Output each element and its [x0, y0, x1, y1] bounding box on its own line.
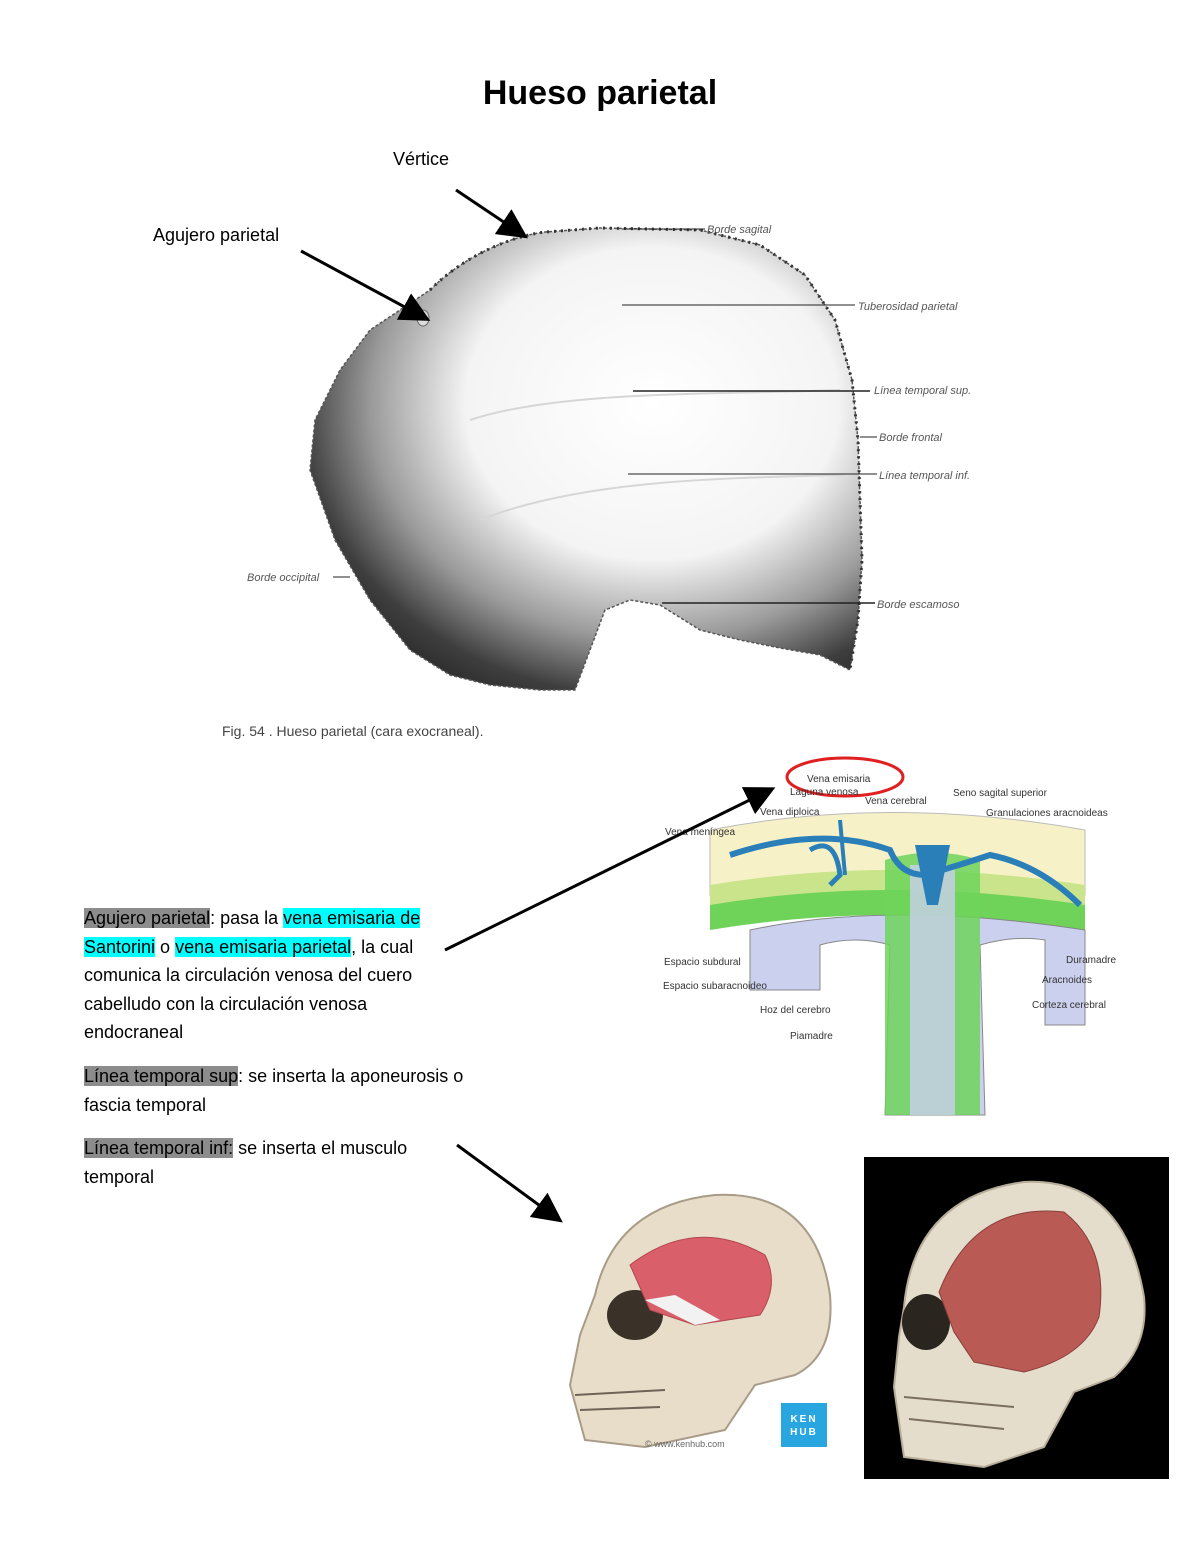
frontal-border-annotation: Borde frontal	[879, 432, 943, 444]
temporalis-muscle	[938, 1210, 1102, 1373]
superior-temporal-line-annotation: Línea temporal sup.	[874, 385, 971, 397]
skull-3d-illustration	[892, 1180, 1146, 1469]
kenhub-credit: © www.kenhub.com	[645, 1439, 725, 1449]
emissary-vein-highlight-circle	[785, 756, 905, 798]
label-meningeal-vein: Vena meníngea	[665, 827, 735, 838]
note-text: : se inserta la aponeurosis o fascia tem…	[84, 1066, 464, 1115]
foramen-arrow	[300, 249, 431, 321]
temporal-muscle-arrow	[456, 1143, 563, 1223]
label-diploic-lacuna: Laguna venosa	[790, 787, 859, 798]
note-text: se inserta el musculo temporal	[84, 1138, 408, 1187]
label-cerebral-cortex: Corteza cerebral	[1032, 1000, 1106, 1011]
page-title: Hueso parietal	[482, 74, 718, 112]
note-superior-temporal-line: Línea temporal sup: se inserta la aponeu…	[84, 1062, 464, 1119]
meninges-diagram: Vena emisaria Laguna venosa Vena cerebra…	[663, 756, 1116, 1116]
skull-temporalis-illustration: KEN HUB © www.kenhub.com	[568, 1193, 832, 1449]
parietal-tuberosity-annotation: Tuberosidad parietal	[858, 301, 958, 313]
highlight-parietal-emissary-vein: vena emisaria parietal	[175, 936, 352, 957]
orbit	[902, 1294, 950, 1350]
occipital-border-annotation: Borde occipital	[247, 572, 320, 584]
label-diploic-vein: Vena diploica	[760, 807, 820, 818]
note-text: , la cual comunica la circulación venosa…	[84, 936, 414, 1043]
parietal-bone-shape	[309, 227, 863, 691]
label-subdural-space: Espacio subdural	[664, 957, 741, 968]
kenhub-logo-text-2: HUB	[790, 1427, 818, 1438]
term-superior-temporal-line: Línea temporal sup	[84, 1066, 239, 1086]
label-falx-cerebri: Hoz del cerebro	[760, 1005, 831, 1016]
kenhub-logo	[781, 1403, 827, 1447]
label-subarachnoid-space: Espacio subaracnoideo	[663, 981, 767, 992]
label-arachnoid-granulations: Granulaciones aracnoideas	[986, 808, 1108, 819]
note-text: : pasa la	[210, 908, 284, 928]
squamous-border-annotation: Borde escamoso	[877, 599, 960, 611]
term-inferior-temporal-line: Línea temporal inf:	[84, 1138, 234, 1158]
vertex-arrow	[455, 188, 528, 239]
parietal-bone-illustration: Borde sagital Tuberosidad parietal Línea…	[222, 188, 971, 739]
note-inferior-temporal-line: Línea temporal inf: se inserta el muscul…	[84, 1134, 464, 1191]
label-cerebral-vein: Vena cerebral	[865, 796, 927, 807]
figure-caption: Fig. 54 . Hueso parietal (cara exocranea…	[222, 723, 483, 739]
kenhub-logo-text-1: KEN	[790, 1414, 817, 1425]
label-pia-mater: Piamadre	[790, 1031, 833, 1042]
skull-3d-panel	[864, 1157, 1169, 1479]
sagittal-border-annotation: Borde sagital	[707, 224, 772, 236]
vertex-label: Vértice	[393, 149, 450, 169]
inferior-temporal-line-annotation: Línea temporal inf.	[879, 470, 970, 482]
label-emissary-vein: Vena emisaria	[807, 774, 871, 785]
temporal-tendon	[645, 1295, 720, 1325]
note-text: o	[155, 936, 176, 957]
term-parietal-foramen: Agujero parietal	[84, 908, 211, 928]
label-arachnoid: Aracnoides	[1042, 975, 1092, 986]
label-dura-mater: Duramadre	[1066, 955, 1116, 966]
parietal-foramen-label: Agujero parietal	[153, 225, 280, 245]
note-parietal-foramen: Agujero parietal: pasa la vena emisaria …	[84, 904, 464, 1047]
label-superior-sagittal-sinus: Seno sagital superior	[953, 788, 1048, 799]
